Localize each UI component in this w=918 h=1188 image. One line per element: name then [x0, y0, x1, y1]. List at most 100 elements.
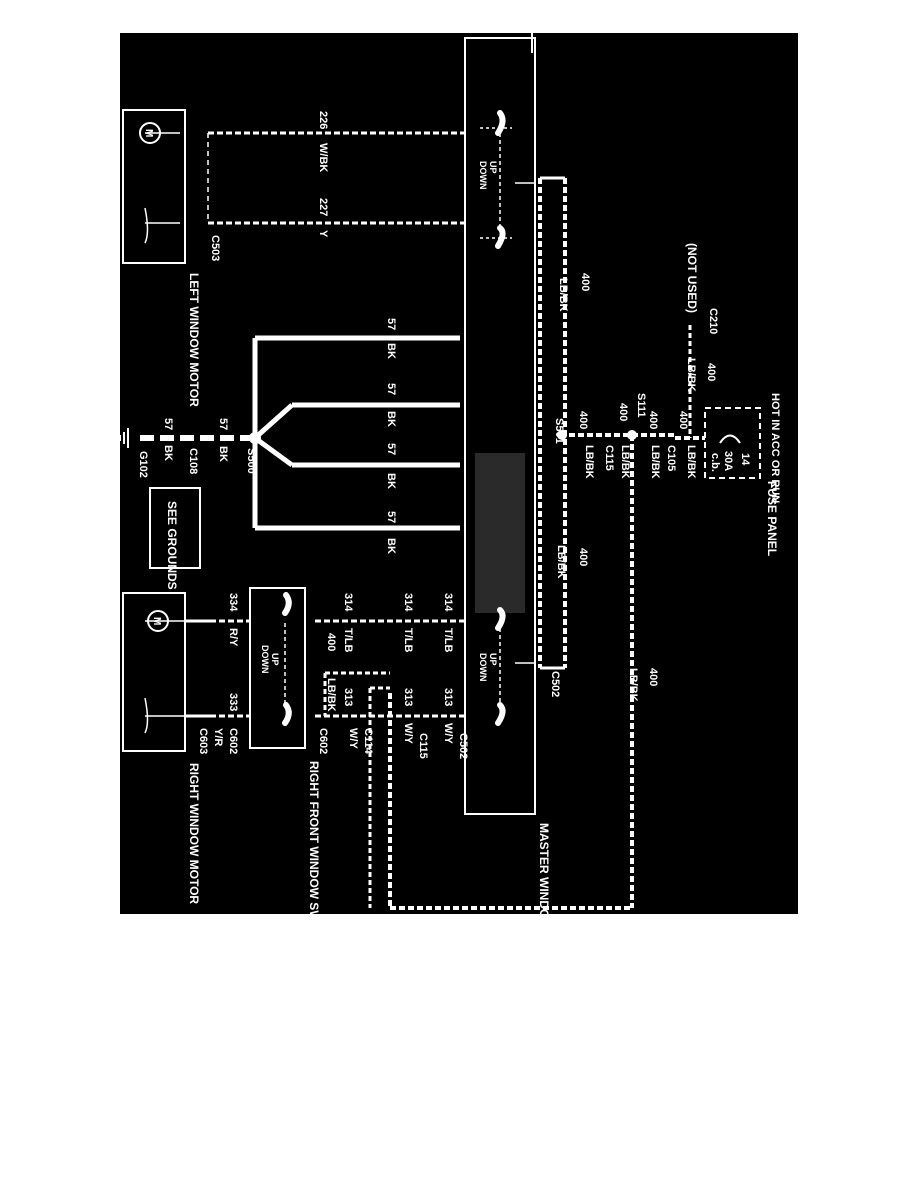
wire-lbbk-label: LB/BK — [555, 545, 567, 579]
motor-icon — [147, 610, 169, 632]
wire-400-label: 400 — [705, 363, 717, 381]
rotated-labels: HOT IN ACC OR RUN 14 30A c.b. FUSE PANEL… — [137, 111, 781, 914]
right-switch-label: RIGHT FRONT WINDOW SWITCH — [307, 761, 321, 914]
wiring-diagram-svg: HOT IN ACC OR RUN 14 30A c.b. FUSE PANEL… — [120, 33, 781, 914]
left-motor-wires — [207, 131, 465, 225]
wire-400-label: 400 — [617, 403, 629, 421]
wire-bk-label: BK — [385, 538, 397, 554]
wire-57-label: 57 — [385, 383, 397, 395]
switch-down-label: DOWN — [478, 653, 488, 682]
right-motor-box — [122, 592, 186, 752]
wire-lbbk-label: LB/BK — [685, 358, 697, 392]
wire-bk-label: BK — [385, 411, 397, 427]
wire-314-label: 314 — [442, 593, 454, 612]
wire-313-label: 313 — [442, 688, 454, 706]
master-switch-label: MASTER WINDOW CONTROL SWITCH — [537, 823, 551, 914]
wire-57-label: 57 — [385, 443, 397, 455]
wire-lbbk-label: LB/BK — [557, 278, 569, 312]
c502-label: C502 — [457, 733, 469, 759]
splice-dot-s501 — [557, 430, 567, 440]
wire-57-label: 57 — [162, 418, 174, 430]
right-switch-wires — [210, 619, 465, 908]
wire-400-label: 400 — [577, 411, 589, 429]
see-grounds-box — [149, 487, 201, 569]
fuse-type: c.b. — [709, 453, 721, 472]
ground-wires — [140, 335, 460, 531]
wire-227-label: 227 — [317, 198, 329, 216]
c115-label: C115 — [603, 445, 615, 471]
splice-dot-s500 — [249, 432, 261, 444]
power-feed-wires — [388, 176, 705, 910]
wire-lbbk-label: LB/BK — [619, 445, 631, 479]
hot-label: HOT IN ACC OR RUN — [769, 393, 781, 503]
wire-313-label: 313 — [342, 688, 354, 706]
g102-label: G102 — [137, 451, 149, 478]
wire-bk-label: BK — [217, 446, 229, 462]
motor-icon — [139, 122, 161, 144]
wire-ry-label: R/Y — [227, 628, 239, 647]
c105-label: C105 — [665, 445, 677, 471]
c210-label: C210 — [707, 308, 719, 334]
ground-icon — [120, 428, 129, 448]
right-switch-element — [282, 592, 292, 726]
wire-400-label: 400 — [647, 411, 659, 429]
wire-400-label: 400 — [577, 548, 589, 566]
right-motor-label: RIGHT WINDOW MOTOR — [187, 763, 201, 904]
wire-lbbk-label: LB/BK — [627, 668, 639, 702]
wire-314-label: 314 — [342, 593, 354, 612]
fuse-rating: 30A — [722, 451, 734, 471]
c115-label: C115 — [417, 733, 429, 759]
see-grounds-label: SEE GROUNDS — [165, 501, 179, 590]
wire-334-label: 334 — [227, 593, 239, 612]
s111-label: S111 — [635, 393, 647, 417]
wire-y-label: Y — [317, 230, 329, 238]
wire-57-label: 57 — [385, 511, 397, 523]
wire-tlb-label: T/LB — [342, 628, 354, 652]
wire-lbbk-label: LB/BK — [649, 445, 661, 479]
wire-400-label: 400 — [579, 273, 591, 291]
motor-symbol: M — [151, 617, 162, 625]
wire-tlb-label: T/LB — [402, 628, 414, 652]
wire-314-label: 314 — [402, 593, 414, 612]
wire-400-label: 400 — [325, 633, 337, 651]
c603-label: C603 — [197, 728, 209, 754]
wire-lbbk-label: LB/BK — [685, 445, 697, 479]
wire-wy-label: W/Y — [402, 723, 414, 744]
not-used-label: (NOT USED) — [685, 243, 699, 313]
master-switch-box — [464, 33, 536, 815]
fuse-panel-label: FUSE PANEL — [765, 481, 779, 556]
switch-up-label: UP — [488, 653, 498, 666]
c602-label: C602 — [227, 728, 239, 754]
wire-bk-label: BK — [385, 343, 397, 359]
s501-label: S501 — [553, 418, 565, 444]
c502-label: C502 — [549, 671, 561, 697]
wire-yr-label: Y/R — [212, 728, 224, 746]
switch-up-label: UP — [270, 653, 280, 666]
wire-lbbk-label: LB/BK — [583, 445, 595, 479]
c108-label: C108 — [187, 448, 199, 474]
wire-bk-label: BK — [385, 473, 397, 489]
wire-57-label: 57 — [217, 418, 229, 430]
wire-226-label: 226 — [317, 111, 329, 129]
left-motor-box — [122, 109, 186, 264]
wire-lbbk-label: LB/BK — [325, 678, 337, 712]
c503-label: C503 — [209, 235, 221, 261]
wire-333-label: 333 — [227, 693, 239, 711]
right-motor-internal — [144, 619, 210, 734]
switch-down-label: DOWN — [260, 645, 270, 674]
motor-symbol: M — [143, 129, 154, 137]
splice-dot-s111 — [627, 430, 637, 440]
wire-wy-label: W/Y — [347, 728, 359, 749]
fuse-icon — [719, 434, 741, 444]
lower-switch-element — [495, 607, 535, 726]
right-front-switch-box — [249, 587, 306, 749]
c114-label: C114 — [362, 728, 374, 755]
wiring-diagram: HOT IN ACC OR RUN 14 30A c.b. FUSE PANEL… — [120, 33, 798, 914]
wire-wy-label: W/Y — [442, 723, 454, 744]
c602-label: C602 — [317, 728, 329, 754]
switch-up-label: UP — [488, 161, 498, 174]
fuse-number: 14 — [739, 453, 751, 466]
fuse-panel-box — [704, 407, 761, 479]
wire-bk-label: BK — [162, 445, 174, 461]
s500-label: S500 — [245, 448, 257, 474]
